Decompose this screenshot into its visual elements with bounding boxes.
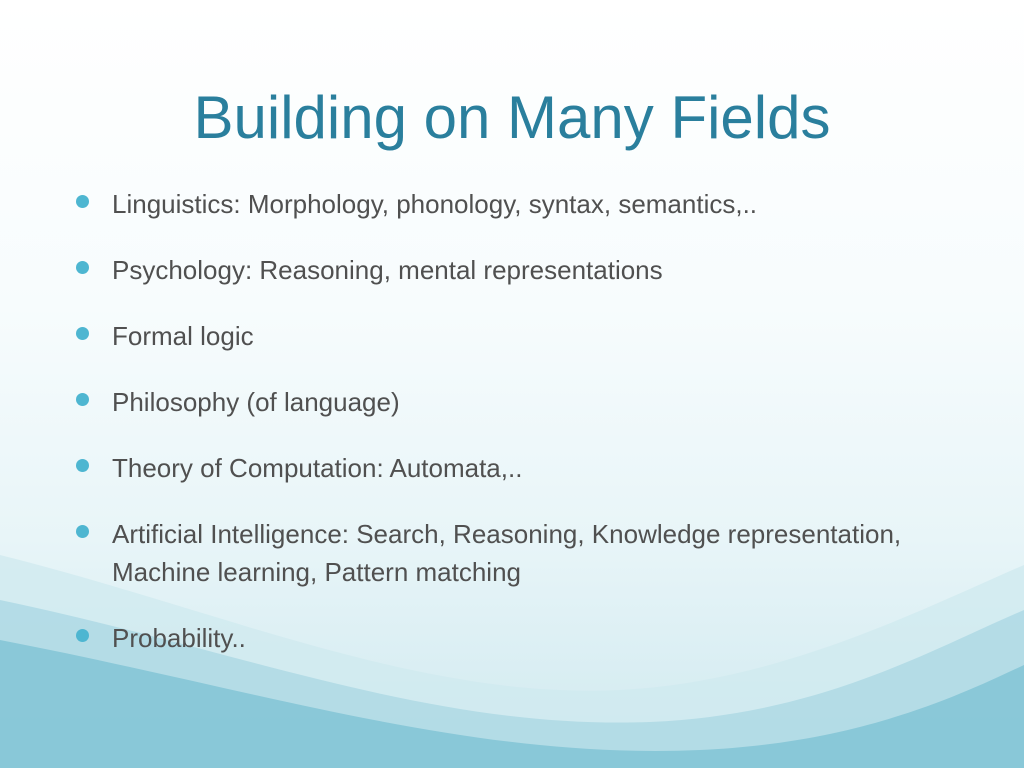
bullet-item: Theory of Computation: Automata,.. <box>76 449 936 487</box>
bullet-item: Artificial Intelligence: Search, Reasoni… <box>76 515 936 591</box>
bullet-item: Probability.. <box>76 619 936 657</box>
wave-dark <box>0 640 1024 768</box>
bullet-dot-icon <box>76 629 89 642</box>
bullet-text: Philosophy (of language) <box>112 387 400 417</box>
slide-title: Building on Many Fields <box>193 84 831 151</box>
bullet-dot-icon <box>76 195 89 208</box>
bullet-item: Linguistics: Morphology, phonology, synt… <box>76 185 936 223</box>
bullet-text: Artificial Intelligence: Search, Reasoni… <box>112 519 902 587</box>
bullet-item: Formal logic <box>76 317 936 355</box>
bullet-text: Theory of Computation: Automata,.. <box>112 453 523 483</box>
bullet-item: Philosophy (of language) <box>76 383 936 421</box>
bullet-dot-icon <box>76 261 89 274</box>
bullet-text: Psychology: Reasoning, mental representa… <box>112 255 663 285</box>
bullet-text: Probability.. <box>112 623 246 653</box>
bullet-dot-icon <box>76 327 89 340</box>
bullet-dot-icon <box>76 393 89 406</box>
bullet-item: Psychology: Reasoning, mental representa… <box>76 251 936 289</box>
bullet-text: Formal logic <box>112 321 254 351</box>
bullet-dot-icon <box>76 459 89 472</box>
bullet-text: Linguistics: Morphology, phonology, synt… <box>112 189 758 219</box>
bullet-list: Linguistics: Morphology, phonology, synt… <box>76 185 936 685</box>
bullet-dot-icon <box>76 525 89 538</box>
